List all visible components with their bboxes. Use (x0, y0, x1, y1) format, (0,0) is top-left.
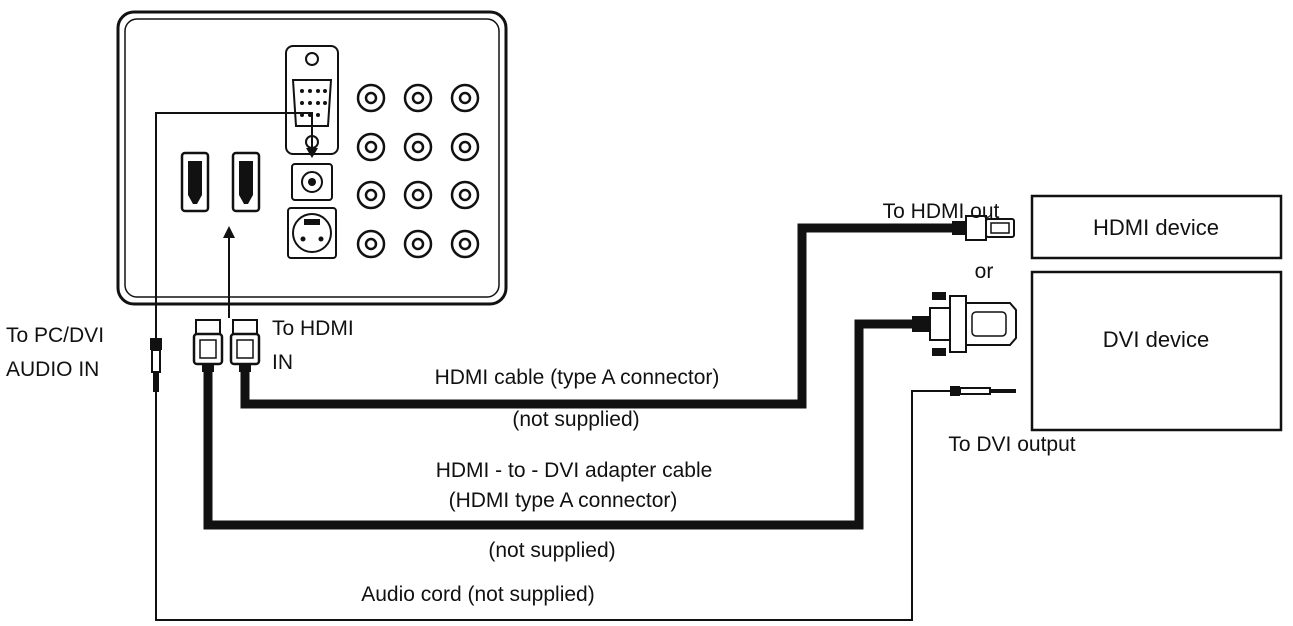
to-pc-dvi-audio-in-label-line2: AUDIO IN (6, 358, 99, 381)
to-hdmi-in-label-line2: IN (272, 351, 293, 374)
to-hdmi-out-label: To HDMI out (883, 200, 1000, 223)
tv-terminal-panel (116, 10, 508, 306)
dvi-device-label: DVI device (1103, 327, 1209, 352)
hdmi-device-box: HDMI device (1030, 194, 1283, 260)
audio-in-pointer-arrow (155, 112, 318, 335)
hdmi-device-label: HDMI device (1093, 215, 1219, 240)
or-label: or (975, 260, 994, 283)
s-video-jack (287, 207, 337, 259)
hdmi-in-pointer-arrow (223, 226, 235, 318)
dvi-device-box: DVI device (1030, 270, 1283, 432)
adapter-cable-label-line1: HDMI - to - DVI adapter cable (436, 459, 713, 482)
rca-jacks (356, 83, 480, 259)
audio-mini-plug-tv-side (150, 326, 162, 392)
hdmi-cable-line (240, 223, 952, 409)
hdmi-plug-cable-tv-side (229, 319, 261, 372)
hdmi-cable-label: HDMI cable (type A connector) (435, 366, 720, 389)
hdmi-port-1 (180, 151, 210, 213)
hdmi-to-dvi-adapter-cable-line (203, 319, 912, 530)
audio-cord-label: Audio cord (not supplied) (361, 583, 594, 606)
hdmi-plug-device-side (952, 215, 1015, 241)
adapter-cable-label-line2: (HDMI type A connector) (449, 489, 678, 512)
dvi-plug-device-side (912, 292, 1017, 356)
pc-dvi-audio-in-jack (291, 163, 333, 201)
to-hdmi-in-label-line1: To HDMI (272, 317, 354, 340)
hdmi-cable-not-supplied-label: (not supplied) (512, 408, 639, 431)
audio-mini-plug-device-side (950, 386, 1016, 396)
to-dvi-output-label: To DVI output (948, 433, 1075, 456)
to-pc-dvi-audio-in-label-line1: To PC/DVI (6, 324, 104, 347)
hdmi-plug-adapter-tv-side (192, 319, 224, 372)
adapter-cable-not-supplied-label: (not supplied) (488, 539, 615, 562)
audio-cord-line (155, 390, 950, 621)
hdmi-port-2 (231, 151, 261, 213)
